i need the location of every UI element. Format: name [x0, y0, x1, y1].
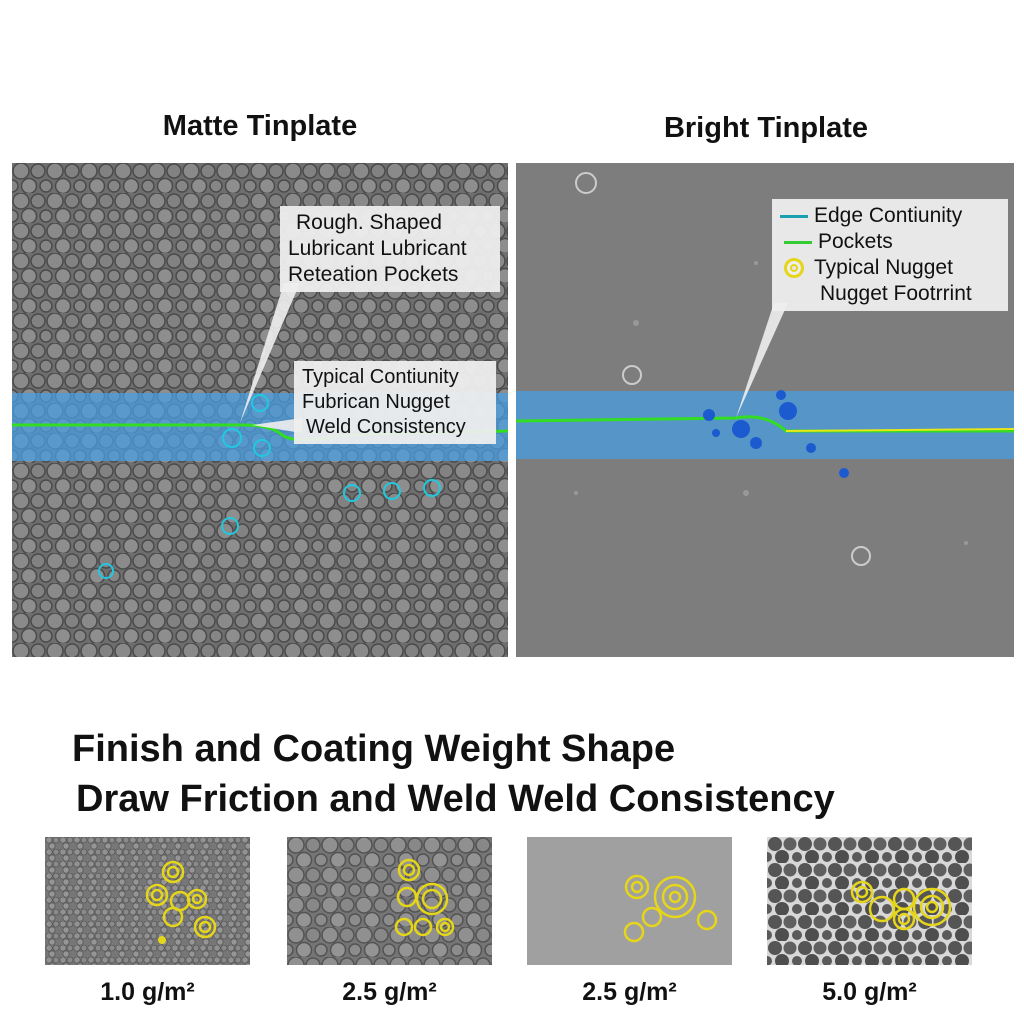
legend-label: Pockets: [818, 230, 893, 253]
pocket-markers: [98, 394, 441, 579]
callout-line: Rough. Shaped: [296, 211, 442, 234]
callout-pointer: [736, 303, 788, 418]
sample-label-2: 2.5 g/m²: [342, 978, 437, 1006]
heading-line-1: Finish and Coating Weight Shape: [72, 728, 676, 770]
weld-line: [516, 415, 1014, 433]
nugget-rings: [850, 880, 952, 931]
sample-thumbnail-2: [287, 837, 492, 965]
legend-item-typical-nugget: Typical Nugget: [780, 255, 1000, 281]
matte-tinplate-title: Matte Tinplate: [162, 110, 358, 142]
callout-pointer: [240, 283, 300, 423]
matte-tinplate-micrograph: Rough. Shaped Lubricant Lubricant Reteat…: [12, 163, 508, 657]
legend: Edge Contiunity Pockets Typical Nugget N…: [772, 199, 1008, 311]
legend-item-edge-continuity: Edge Contiunity: [780, 203, 1000, 229]
callout-line: Reteation Pockets: [288, 263, 459, 286]
weld-band: [516, 391, 1014, 459]
nugget-rings: [394, 858, 455, 937]
nugget-rings: [623, 874, 718, 943]
pocket-markers: [703, 390, 849, 478]
sample-thumbnail-1: [45, 837, 250, 965]
legend-label: Nugget Footrrint: [820, 282, 972, 305]
callout-lubricant-pockets: Rough. Shaped Lubricant Lubricant Reteat…: [280, 206, 500, 292]
callout-line: Weld Consistency: [306, 416, 466, 438]
green-line-icon: [784, 240, 812, 244]
heading-line-2: Draw Friction and Weld Weld Consistency: [76, 778, 835, 820]
callout-line: Fubrican Nugget: [302, 391, 450, 413]
legend-label: Edge Contiunity: [814, 204, 963, 227]
sample-thumbnail-4: [767, 837, 972, 965]
legend-item-pockets: Pockets: [780, 229, 1000, 255]
teal-line-icon: [780, 214, 808, 218]
legend-label: Typical Nugget: [814, 256, 953, 279]
bright-tinplate-micrograph: Edge Contiunity Pockets Typical Nugget N…: [516, 163, 1014, 657]
sample-label-3: 2.5 g/m²: [582, 978, 677, 1006]
callout-line: Typical Contiunity: [302, 366, 459, 388]
sample-thumbnail-3: [527, 837, 732, 965]
callout-line: Lubricant Lubricant: [288, 237, 467, 260]
yellow-ring-icon: [784, 258, 804, 278]
sample-label-4: 5.0 g/m²: [822, 978, 917, 1006]
nugget-rings: [145, 860, 217, 939]
bright-tinplate-title: Bright Tinplate: [663, 112, 869, 144]
callout-weld-consistency: Typical Contiunity Fubrican Nugget Weld …: [294, 361, 496, 444]
sample-label-1: 1.0 g/m²: [100, 978, 195, 1006]
